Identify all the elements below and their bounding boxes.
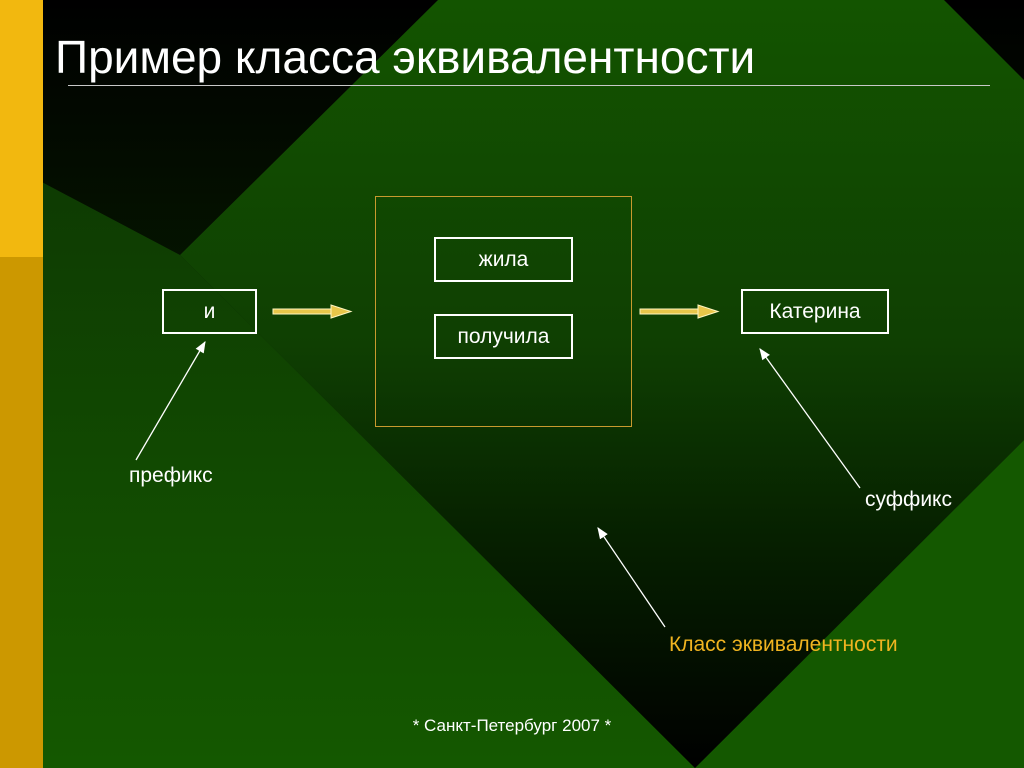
class-item-zhila: жила [434,237,573,282]
suffix-label: суффикс [865,488,952,511]
suffix-box: Катерина [741,289,889,334]
slide-footer: * Санкт-Петербург 2007 * [412,716,612,735]
accent-bar-bottom [0,257,43,768]
background-diamond [180,0,1024,768]
prefix-box: и [162,289,257,334]
equivalence-class-label: Класс эквивалентности [669,633,898,656]
slide-title: Пример класса эквивалентности [55,31,756,83]
prefix-label: префикс [129,464,213,487]
class-item-poluchila: получила [434,314,573,359]
equivalence-class-frame [375,196,632,427]
background-lower-left [0,160,695,768]
accent-bar-top [0,0,43,257]
title-underline [68,85,990,86]
